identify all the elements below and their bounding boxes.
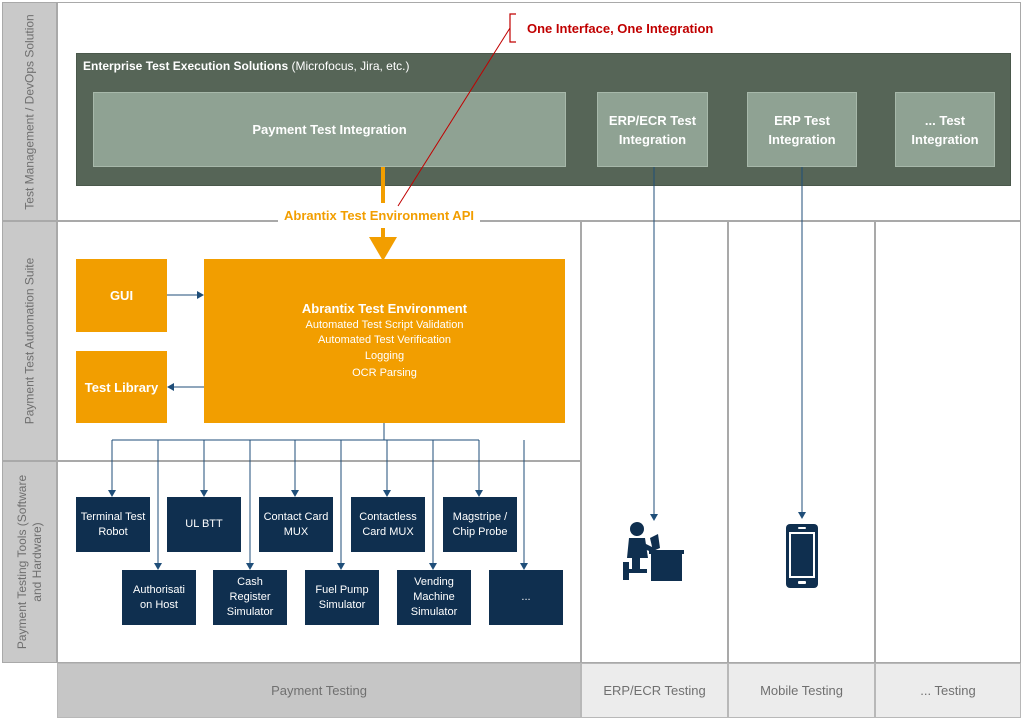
- tool-more: ...: [489, 570, 563, 625]
- tool-ul-btt: UL BTT: [167, 497, 241, 552]
- tool-vending-machine-simulator: Vending Machine Simulator: [397, 570, 471, 625]
- erp-test-integration: ERP Test Integration: [747, 92, 857, 167]
- env-feature-3: Logging: [364, 349, 405, 362]
- abrantix-env-box: Abrantix Test Environment Automated Test…: [204, 259, 565, 423]
- env-feature-4: OCR Parsing: [352, 366, 417, 379]
- env-feature-1: Automated Test Script Validation: [305, 318, 464, 331]
- tools-area: [57, 461, 581, 663]
- env-feature-2: Automated Test Verification: [317, 333, 452, 346]
- lane-management: Test Management / DevOps Solution: [2, 2, 57, 221]
- enterprise-title: Enterprise Test Execution Solutions (Mic…: [83, 59, 410, 73]
- gui-box: GUI: [76, 259, 167, 332]
- callout-text: One Interface, One Integration: [527, 21, 714, 36]
- enterprise-title-rest: (Microfocus, Jira, etc.): [288, 59, 410, 73]
- api-label: Abrantix Test Environment API: [278, 208, 480, 223]
- callout-bracket: [509, 13, 516, 43]
- bottom-mobile-testing: Mobile Testing: [728, 663, 875, 718]
- enterprise-title-bold: Enterprise Test Execution Solutions: [83, 59, 289, 73]
- other-column: [875, 221, 1021, 663]
- other-test-integration: ... Test Integration: [895, 92, 995, 167]
- payment-test-integration: Payment Test Integration: [93, 92, 566, 167]
- bottom-other-testing: ... Testing: [875, 663, 1021, 718]
- smartphone-icon: [786, 524, 818, 588]
- callout-line: [397, 27, 511, 207]
- lane-tools: Payment Testing Tools (Software and Hard…: [2, 461, 57, 663]
- tool-magstripe-chip-probe: Magstripe / Chip Probe: [443, 497, 517, 552]
- tool-terminal-test-robot: Terminal Test Robot: [76, 497, 150, 552]
- erp-ecr-test-integration: ERP/ECR Test Integration: [597, 92, 708, 167]
- tool-authorisation-host: Authorisati on Host: [122, 570, 196, 625]
- tool-cash-register-simulator: Cash Register Simulator: [213, 570, 287, 625]
- person-at-desk-icon: [620, 520, 684, 582]
- tool-contactless-card-mux: Contactless Card MUX: [351, 497, 425, 552]
- env-title: Abrantix Test Environment: [301, 300, 468, 316]
- lane-automation: Payment Test Automation Suite: [2, 221, 57, 461]
- tool-fuel-pump-simulator: Fuel Pump Simulator: [305, 570, 379, 625]
- test-library-box: Test Library: [76, 351, 167, 423]
- bottom-erp-ecr-testing: ERP/ECR Testing: [581, 663, 728, 718]
- tool-contact-card-mux: Contact Card MUX: [259, 497, 333, 552]
- bottom-payment-testing: Payment Testing: [57, 663, 581, 718]
